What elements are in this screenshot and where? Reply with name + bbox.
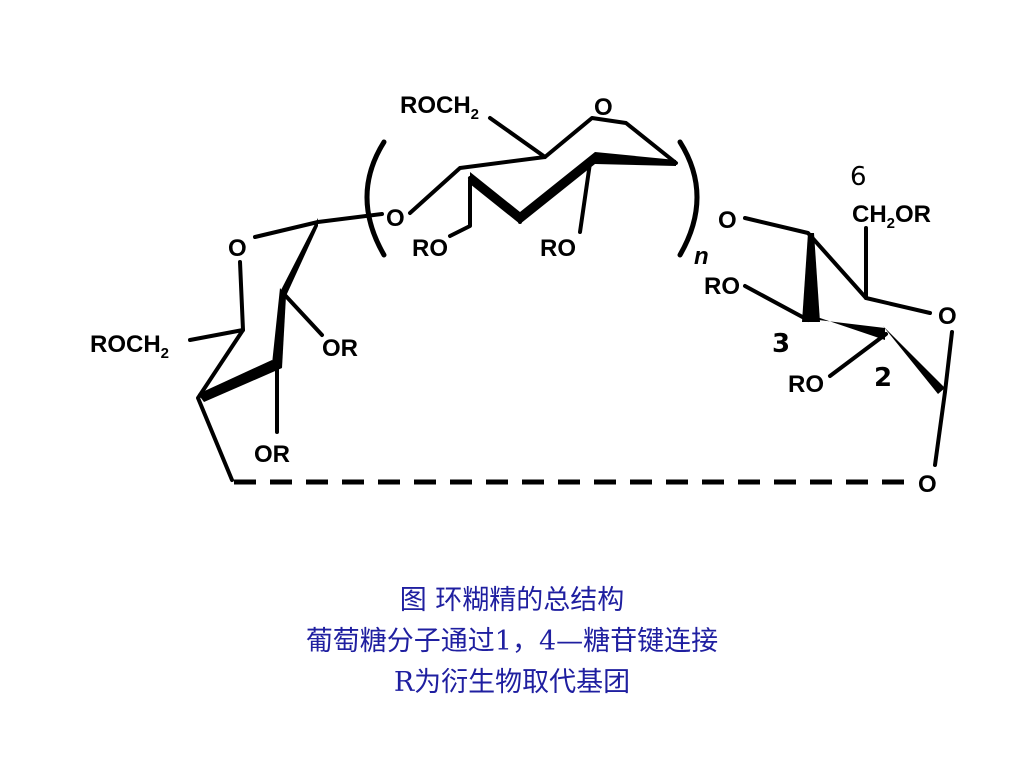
left-parenthesis: [364, 139, 387, 258]
label-o-link-right: O: [718, 207, 737, 234]
label-or-left-upper: OR: [322, 335, 358, 362]
caption-line-substituent: R为衍生物取代基团: [393, 667, 631, 698]
label-o-ring-right: O: [938, 303, 957, 330]
label-carbon-6: 6: [850, 162, 867, 192]
label-or-left-lower: OR: [254, 441, 290, 468]
label-carbon-2: 2: [874, 363, 892, 393]
cyclodextrin-structure-diagram: ROCH2 O O RO RO n O 6 CH2OR RO O 3 2 RO …: [90, 92, 957, 498]
caption-line-linkage: 葡萄糖分子通过1，4—糖苷键连接: [305, 626, 719, 657]
label-o-bottom-right: O: [918, 471, 937, 498]
label-roch2-left: ROCH2: [90, 331, 169, 362]
label-ch2or: CH2OR: [852, 201, 931, 232]
top-glucose-ring: [408, 116, 678, 238]
label-o-ring-top: O: [594, 94, 613, 121]
label-roch2-top: ROCH2: [400, 92, 479, 123]
label-ro-top-mid: RO: [540, 235, 576, 262]
left-glucose-ring: [188, 212, 384, 482]
right-glucose-ring: [743, 216, 954, 467]
label-ro-right-lower: RO: [788, 371, 824, 398]
label-ro-top-left: RO: [412, 235, 448, 262]
figure-caption: 图 环糊精的总结构 葡萄糖分子通过1，4—糖苷键连接 R为衍生物取代基团: [0, 580, 1024, 703]
label-carbon-3: 3: [772, 329, 790, 359]
caption-line-title: 图 环糊精的总结构: [399, 585, 625, 616]
label-o-link-left: O: [386, 205, 405, 232]
label-ro-right-upper: RO: [704, 273, 740, 300]
label-subscript-n: n: [694, 243, 709, 270]
right-parenthesis: [677, 139, 700, 258]
label-o-ring-left: O: [228, 235, 247, 262]
